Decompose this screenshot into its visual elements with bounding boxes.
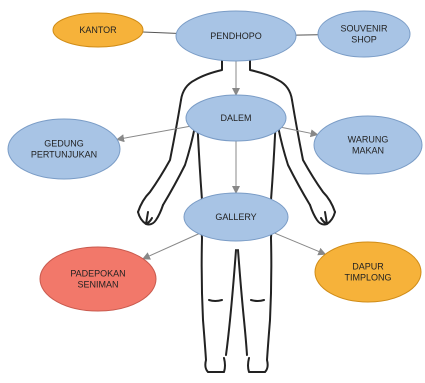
node-padepokan-shape <box>39 246 157 312</box>
node-gedung-label-line-0: GEDUNG <box>44 139 84 149</box>
node-dapur-label-line-0: DAPUR <box>352 262 384 272</box>
node-padepokan-label-line-0: PADEPOKAN <box>70 269 125 279</box>
node-gedung-shape <box>7 118 121 180</box>
connector-gallery-to-dapur <box>274 232 327 256</box>
node-souvenir-shape <box>317 10 411 58</box>
node-kantor-label-line-0: KANTOR <box>79 25 117 35</box>
node-warung-label-line-0: WARUNG <box>348 135 389 145</box>
connector-kantor-to-pendhopo <box>142 31 177 34</box>
node-pendhopo: PENDHOPO <box>175 10 297 62</box>
node-dalem: DALEM <box>185 94 287 142</box>
node-gallery-label-line-0: GALLERY <box>215 212 256 222</box>
node-souvenir-label-line-1: SHOP <box>351 35 377 45</box>
node-warung-label-line-1: MAKAN <box>352 146 384 156</box>
node-pendhopo-label-line-0: PENDHOPO <box>210 31 262 41</box>
node-kantor-shape <box>52 12 144 48</box>
node-souvenir-label-line-0: SOUVENIR <box>340 24 388 34</box>
node-pendhopo-shape <box>175 10 297 62</box>
node-dapur-shape <box>314 241 422 303</box>
connector-gallery-to-padepokan <box>142 233 199 260</box>
node-warung-shape <box>313 115 423 175</box>
node-dalem-shape <box>185 94 287 142</box>
node-gallery-shape <box>183 192 289 242</box>
node-padepokan-label-line-1: SENIMAN <box>77 280 118 290</box>
connector-layer <box>116 31 327 260</box>
connector-dalem-to-gedung <box>116 125 190 143</box>
node-kantor: KANTOR <box>52 12 144 48</box>
connector-dalem-to-warung <box>281 126 319 138</box>
node-dalem-label-line-0: DALEM <box>220 113 251 123</box>
node-dapur-label-line-1: TIMPLONG <box>344 273 391 283</box>
node-gedung-label-line-1: PERTUNJUKAN <box>31 150 97 160</box>
node-gallery: GALLERY <box>183 192 289 242</box>
